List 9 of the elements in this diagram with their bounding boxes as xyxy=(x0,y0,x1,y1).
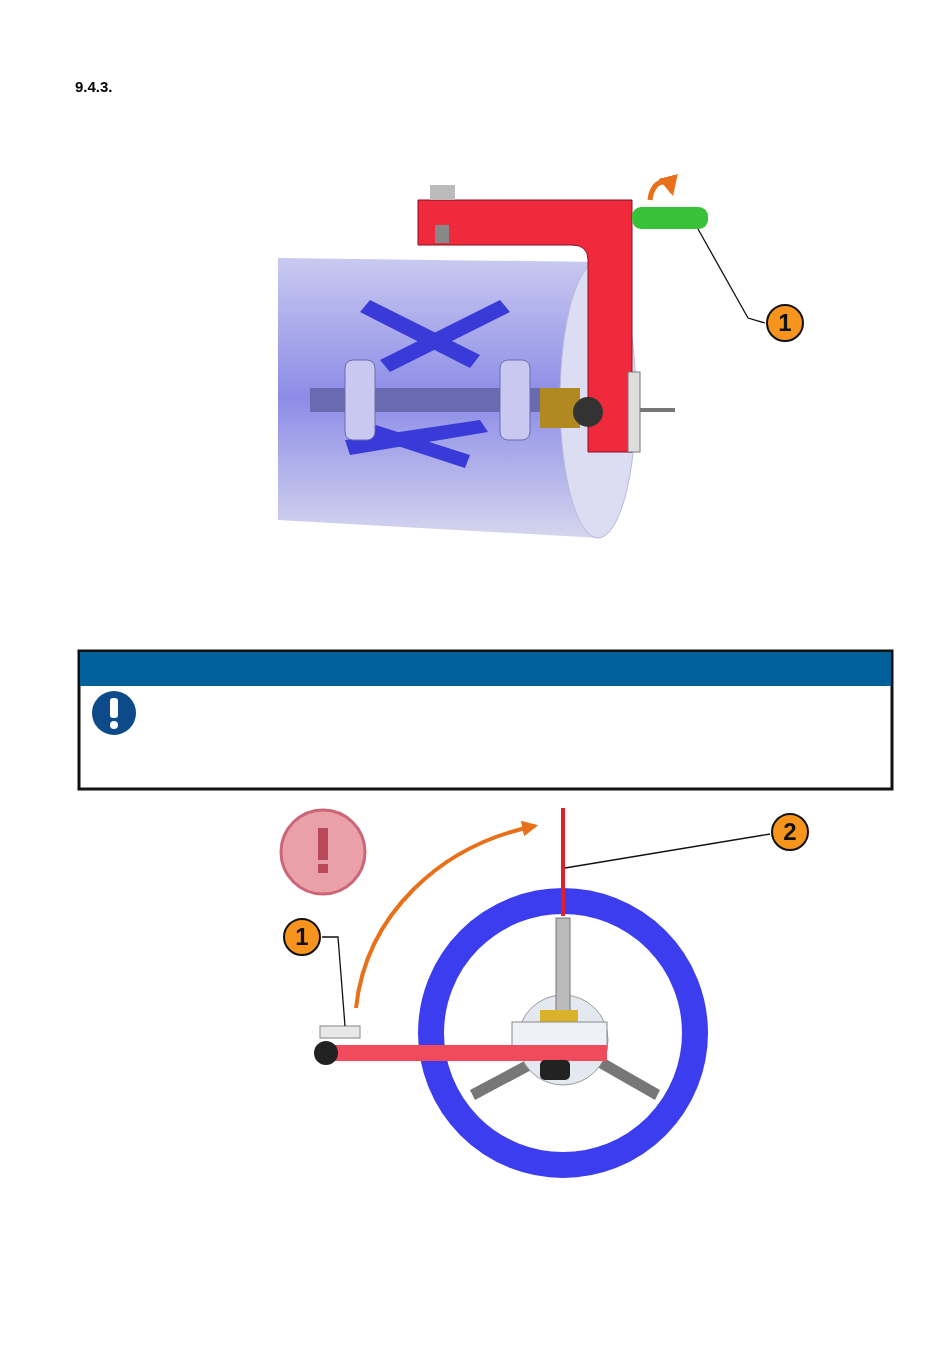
callout-number: 1 xyxy=(283,918,321,956)
handle xyxy=(632,207,708,229)
leader-line xyxy=(697,228,766,324)
leader-line xyxy=(321,936,346,1027)
slide-block xyxy=(319,1025,361,1039)
section-number: 9.4.3. xyxy=(75,78,113,95)
leader-line xyxy=(564,833,771,869)
callout-number: 2 xyxy=(771,813,809,851)
callout-number: 1 xyxy=(766,304,804,342)
